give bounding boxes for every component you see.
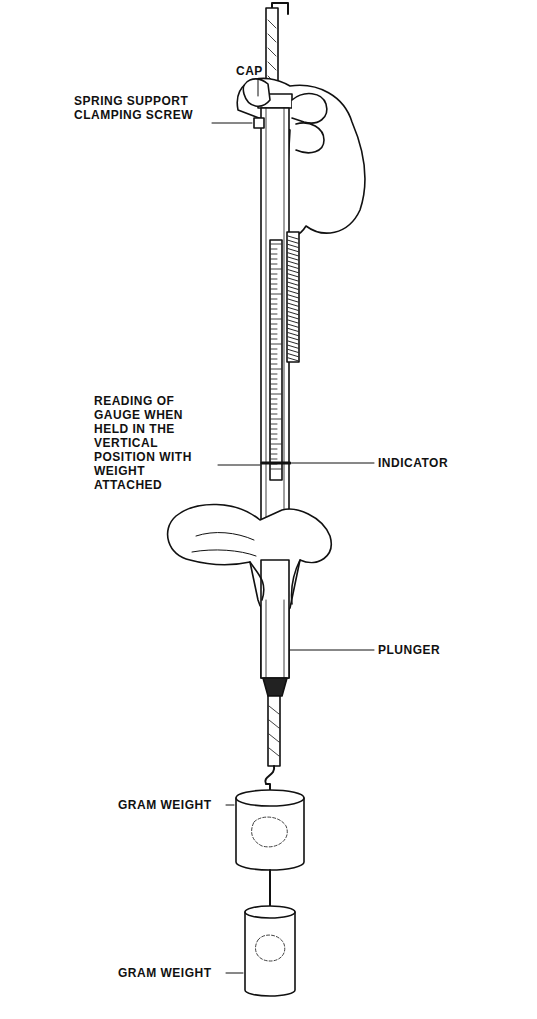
spring-coil bbox=[288, 253, 298, 256]
spring-coil bbox=[288, 278, 298, 281]
scale-tick bbox=[271, 249, 277, 250]
spring-coil bbox=[288, 274, 298, 277]
spring-coil bbox=[288, 341, 298, 344]
scale-tick bbox=[271, 354, 277, 355]
spring-coil bbox=[288, 270, 298, 273]
scale-tick bbox=[271, 309, 277, 310]
scale-tick bbox=[271, 264, 277, 265]
spring-coil bbox=[288, 324, 298, 327]
scale-tick bbox=[271, 374, 277, 375]
spring-coil bbox=[288, 337, 298, 340]
spring-coil bbox=[288, 291, 298, 294]
spring-coil bbox=[288, 265, 298, 268]
spring-coil bbox=[288, 303, 298, 306]
scale-tick bbox=[271, 344, 281, 345]
scale-tick bbox=[271, 389, 277, 390]
cap-label: CAP bbox=[236, 64, 296, 78]
scale-tick bbox=[271, 364, 277, 365]
clamping-screw-label: SPRING SUPPORT CLAMPING SCREW bbox=[74, 94, 210, 122]
spring-coil bbox=[288, 316, 298, 319]
scale-tick bbox=[271, 399, 277, 400]
gauge-reading-label: READING OF GAUGE WHEN HELD IN THE VERTIC… bbox=[94, 394, 216, 492]
spring-coil bbox=[288, 236, 298, 239]
scale-tick bbox=[271, 429, 277, 430]
scale-tick bbox=[271, 334, 277, 335]
scale-tick bbox=[271, 469, 281, 470]
spring-coil bbox=[288, 354, 298, 357]
scale-tick bbox=[271, 329, 277, 330]
scale-tick bbox=[271, 414, 277, 415]
scale-tick bbox=[271, 349, 277, 350]
scale-tick bbox=[271, 314, 277, 315]
scale-tick bbox=[271, 339, 277, 340]
indicator-label: INDICATOR bbox=[378, 456, 478, 470]
scale-tick bbox=[271, 304, 277, 305]
spring-coil bbox=[288, 349, 298, 352]
scale-tick bbox=[271, 424, 277, 425]
scale-tick bbox=[271, 459, 277, 460]
spring-coil bbox=[288, 249, 298, 252]
spring-coil bbox=[288, 240, 298, 243]
scale-tick bbox=[271, 294, 281, 295]
plunger-label: PLUNGER bbox=[378, 643, 478, 657]
spring-coil bbox=[288, 328, 298, 331]
spring-coil bbox=[288, 244, 298, 247]
scale-tick bbox=[271, 254, 277, 255]
scale-tick bbox=[271, 409, 277, 410]
spring-coil bbox=[288, 295, 298, 298]
spring-coil bbox=[288, 312, 298, 315]
scale-tick bbox=[271, 279, 277, 280]
scale-tick bbox=[271, 244, 281, 245]
scale-tick bbox=[271, 289, 277, 290]
spring-coil bbox=[288, 345, 298, 348]
scale-tick bbox=[271, 324, 277, 325]
scale-tick bbox=[271, 269, 281, 270]
scale-tick bbox=[271, 439, 277, 440]
scale-tick bbox=[271, 284, 277, 285]
spring-coil bbox=[288, 299, 298, 302]
scale-tick bbox=[271, 404, 277, 405]
scale-tick bbox=[271, 359, 277, 360]
spring-coil bbox=[288, 257, 298, 260]
spring-coil bbox=[288, 286, 298, 289]
scale-tick bbox=[271, 384, 277, 385]
spring-coil bbox=[288, 320, 298, 323]
scale-tick bbox=[271, 259, 277, 260]
weight-label: GRAM WEIGHT bbox=[118, 966, 224, 980]
scale-tick bbox=[271, 419, 281, 420]
scale-tick bbox=[271, 319, 281, 320]
scale-tick bbox=[271, 274, 277, 275]
scale-tick bbox=[271, 444, 281, 445]
spring-coil bbox=[288, 358, 298, 361]
scale-tick bbox=[271, 299, 277, 300]
spring-coil bbox=[288, 261, 298, 264]
scale-tick bbox=[271, 369, 281, 370]
scale-tick bbox=[271, 454, 277, 455]
scale-tick bbox=[271, 449, 277, 450]
spring-coil bbox=[288, 333, 298, 336]
scale-tick bbox=[271, 379, 277, 380]
scale-tick bbox=[271, 394, 281, 395]
spring-coil bbox=[288, 282, 298, 285]
weight-label: GRAM WEIGHT bbox=[118, 798, 224, 812]
spring-coil bbox=[288, 307, 298, 310]
scale-tick bbox=[271, 434, 277, 435]
